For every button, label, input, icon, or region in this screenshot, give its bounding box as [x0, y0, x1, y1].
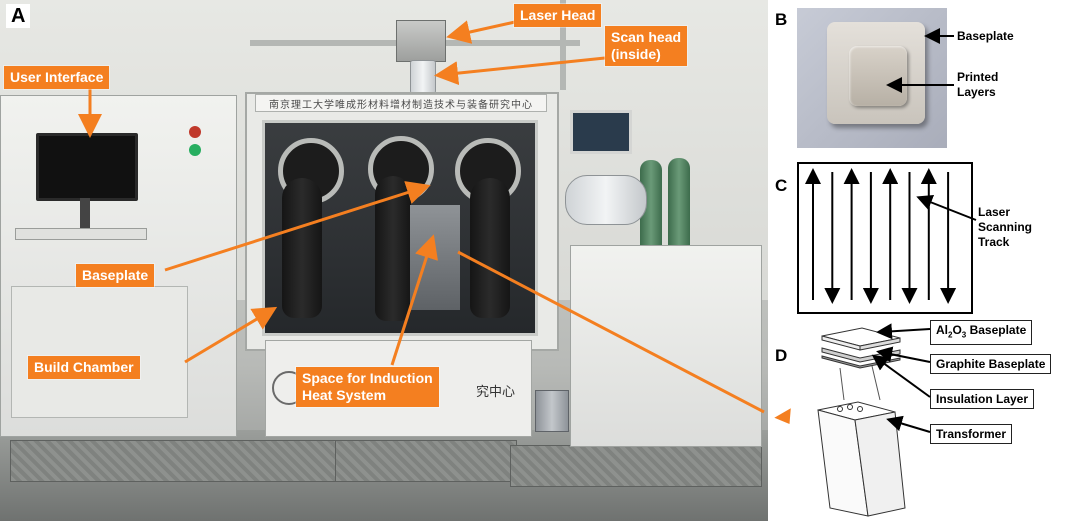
annot-al2o3-baseplate: Al2O3 Baseplate: [930, 320, 1033, 346]
annot-scan-line2: Scanning: [978, 220, 1033, 234]
chamber-base: 究中心: [265, 340, 532, 437]
annot-laser-scanning-track: Laser Scanning Track: [978, 205, 1032, 250]
printed-sample-photo: [797, 8, 947, 148]
al2o3-sub1: 2: [948, 330, 953, 340]
chamber-banner-text: 南京理工大学唯成形材料增材制造技术与装备研究中心: [269, 99, 533, 111]
chiller-cabinet: [570, 245, 762, 447]
gas-cylinder: [668, 158, 690, 258]
annot-printed-layers: Printed Layers: [957, 70, 998, 100]
control-touchscreen: [570, 110, 632, 154]
arrow-baseplate: [164, 181, 431, 272]
panel-letter-b: B: [775, 10, 788, 29]
arrow-d-insulation: [871, 354, 931, 398]
arrow-d-al2o3: [876, 323, 931, 340]
label-baseplate: Baseplate: [76, 264, 155, 287]
arrow-induction-space: [390, 234, 438, 366]
al2o3-mid: O: [952, 323, 962, 337]
photo-panel-a: 南京理工大学唯成形材料增材制造技术与装备研究中心 究中心 A Laser Hea…: [0, 0, 768, 521]
cabinet-door: [11, 286, 188, 418]
annot-printed-line2: Layers: [957, 85, 996, 99]
monitor-stand: [80, 198, 90, 228]
scan-track-lines: [805, 168, 957, 304]
al2o3-sub2: 3: [961, 330, 967, 340]
chamber-banner: 南京理工大学唯成形材料增材制造技术与装备研究中心: [255, 94, 547, 112]
annot-scan-line1: Laser: [978, 205, 1011, 219]
label-build-chamber: Build Chamber: [28, 356, 140, 379]
panel-letter-c: C: [775, 176, 788, 195]
annot-scan-line3: Track: [978, 235, 1010, 249]
baseplate-square: [827, 22, 925, 124]
arrow-to-panel-d: [457, 250, 765, 414]
label-scan-head-line1: Scan head: [611, 29, 682, 45]
ventilation-tube: [565, 175, 647, 225]
annot-insulation-layer: Insulation Layer: [930, 389, 1035, 409]
annot-printed-line1: Printed: [957, 70, 999, 84]
annot-baseplate: Baseplate: [957, 29, 1014, 43]
arrow-d-graphite: [876, 346, 931, 363]
arrow-build-chamber: [184, 306, 278, 364]
indicator-light-red: [189, 126, 201, 138]
glove-left: [282, 178, 322, 318]
al2o3-prefix: Al: [936, 323, 948, 337]
base-banner-text: 究中心: [476, 384, 516, 399]
label-scan-head-line2: (inside): [611, 46, 661, 62]
laser-head-box: [396, 20, 446, 62]
panel-a-arrows: [78, 20, 765, 414]
wall-pipe: [560, 0, 566, 90]
arrow-scan-head: [434, 56, 606, 86]
label-induction-line1: Space for Induction: [302, 370, 433, 386]
printed-layers-square: [849, 46, 907, 106]
label-induction-space: Space for Induction Heat System: [296, 367, 439, 407]
arrow-laser-head: [446, 20, 516, 44]
indicator-light-green: [189, 144, 201, 156]
annot-transformer: Transformer: [930, 424, 1013, 444]
keyboard: [15, 228, 147, 240]
arrow-d-transformer: [886, 415, 931, 433]
panel-letter-a: A: [6, 4, 31, 28]
label-laser-head: Laser Head: [514, 4, 602, 27]
annot-graphite-baseplate: Graphite Baseplate: [930, 354, 1052, 374]
panel-letter-d: D: [775, 346, 788, 365]
label-scan-head: Scan head (inside): [605, 26, 688, 66]
side-box: [535, 390, 569, 432]
label-induction-line2: Heat System: [302, 387, 387, 403]
al2o3-suffix: Baseplate: [966, 323, 1027, 337]
floor-plate: [10, 440, 342, 482]
glove-right: [470, 178, 510, 318]
induction-assembly-drawing: [817, 327, 906, 517]
label-user-interface: User Interface: [4, 66, 110, 89]
gas-cylinder: [640, 160, 662, 260]
arrow-head-to-panel-d: [774, 408, 791, 425]
